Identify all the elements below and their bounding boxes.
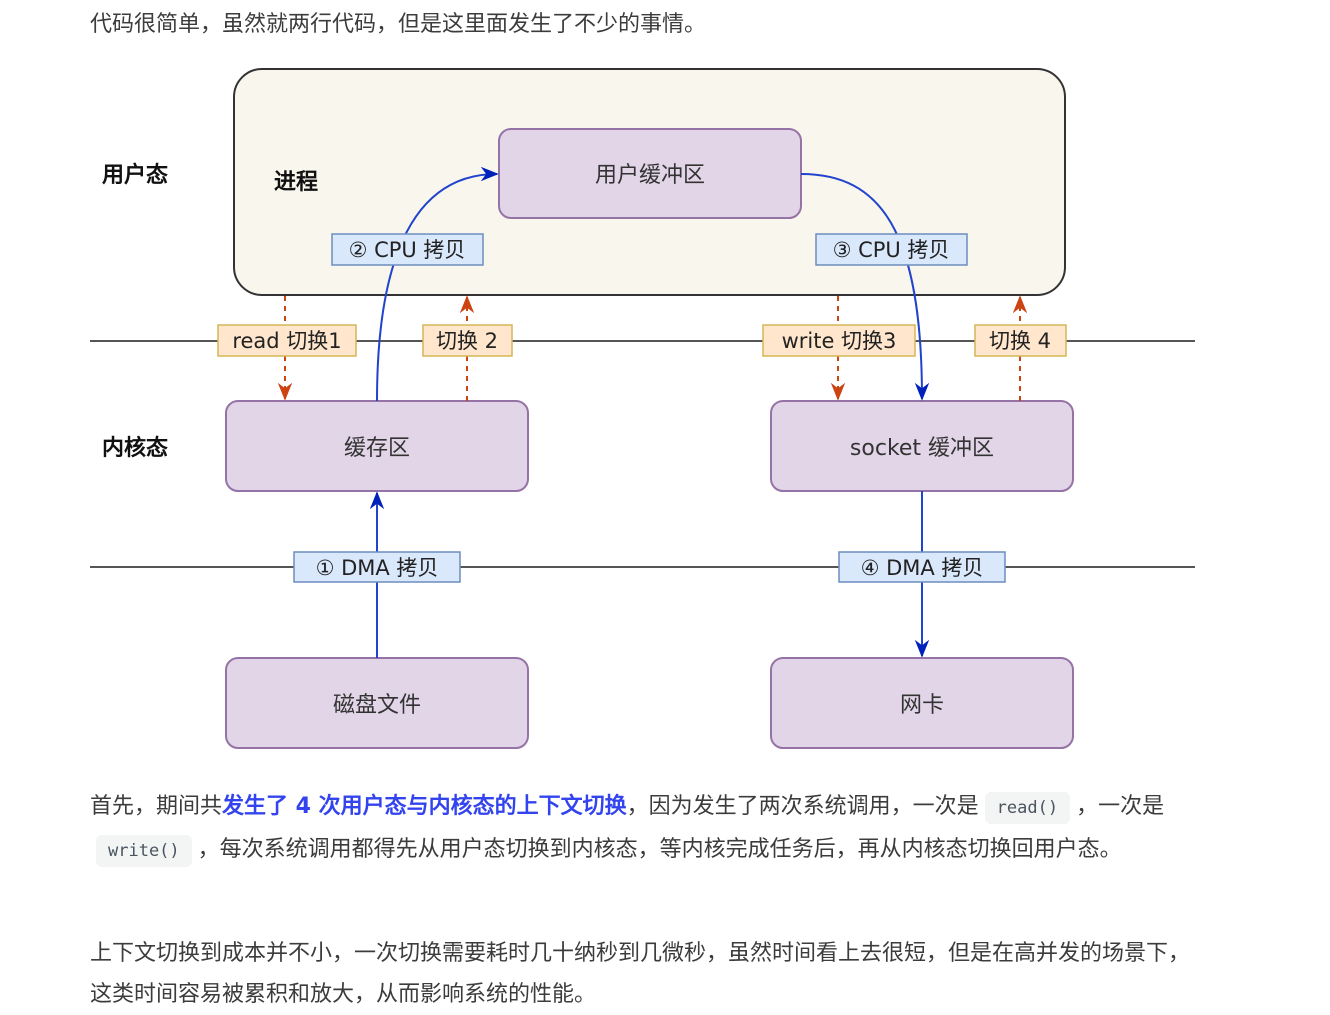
cpu-copy-3-tag: ③ CPU 拷贝 <box>815 233 968 266</box>
switch-1-tag: read 切换1 <box>217 324 357 357</box>
svg-text:④ DMA 拷贝: ④ DMA 拷贝 <box>861 556 984 580</box>
switch-3-tag: write 切换3 <box>762 324 916 357</box>
socket-buffer-label: socket 缓冲区 <box>850 436 994 461</box>
cpu-copy-3-arrow <box>800 173 930 401</box>
svg-text:切换 4: 切换 4 <box>989 329 1051 353</box>
p1-post: ，每次系统调用都得先从用户态切换到内核态，等内核完成任务后，再从内核态切换回用户… <box>197 837 1122 862</box>
p1-mid1: ，因为发生了两次系统调用，一次是 <box>626 794 979 819</box>
nic-label: 网卡 <box>900 693 944 718</box>
user-mode-label: 用户态 <box>102 162 168 188</box>
nic-box: 网卡 <box>770 657 1074 749</box>
page-cache-box: 缓存区 <box>225 400 529 492</box>
page-cache-label: 缓存区 <box>344 436 410 461</box>
svg-text:② CPU 拷贝: ② CPU 拷贝 <box>349 238 466 262</box>
context-switch-diagram: 进程 用户态 内核态 用户缓冲区 缓存区 socket 缓冲区 磁盘文件 网卡 … <box>90 68 1195 749</box>
p1-pre: 首先，期间共 <box>90 794 223 819</box>
socket-buffer-box: socket 缓冲区 <box>770 400 1074 492</box>
switch-2-tag: 切换 2 <box>422 324 513 357</box>
disk-file-label: 磁盘文件 <box>333 693 421 718</box>
paragraph-context-switches: 首先，期间共发生了 4 次用户态与内核态的上下文切换，因为发生了两次系统调用，一… <box>90 786 1200 872</box>
p1-mid2: ，一次是 <box>1076 794 1165 819</box>
svg-text:read 切换1: read 切换1 <box>232 329 341 353</box>
dma-copy-4-tag: ④ DMA 拷贝 <box>838 551 1006 583</box>
cpu-copy-2-tag: ② CPU 拷贝 <box>331 233 484 266</box>
svg-text:① DMA 拷贝: ① DMA 拷贝 <box>316 556 439 580</box>
user-buffer-label: 用户缓冲区 <box>595 163 705 188</box>
dma-copy-1-tag: ① DMA 拷贝 <box>293 551 461 583</box>
intro-paragraph: 代码很简单，虽然就两行代码，但是这里面发生了不少的事情。 <box>90 12 707 37</box>
process-label: 进程 <box>274 170 318 195</box>
code-write: write() <box>96 835 192 867</box>
switch-4-tag: 切换 4 <box>974 324 1067 357</box>
kernel-mode-label: 内核态 <box>102 435 168 461</box>
svg-text:切换 2: 切换 2 <box>436 329 498 353</box>
svg-text:write 切换3: write 切换3 <box>782 329 897 353</box>
code-read: read() <box>984 792 1071 824</box>
user-buffer-box: 用户缓冲区 <box>498 128 802 219</box>
disk-file-box: 磁盘文件 <box>225 657 529 749</box>
svg-text:③ CPU 拷贝: ③ CPU 拷贝 <box>833 238 950 262</box>
paragraph-switch-cost: 上下文切换到成本并不小，一次切换需要耗时几十纳秒到几微秒，虽然时间看上去很短，但… <box>90 941 1191 1007</box>
p1-emphasis: 发生了 4 次用户态与内核态的上下文切换 <box>222 794 627 819</box>
